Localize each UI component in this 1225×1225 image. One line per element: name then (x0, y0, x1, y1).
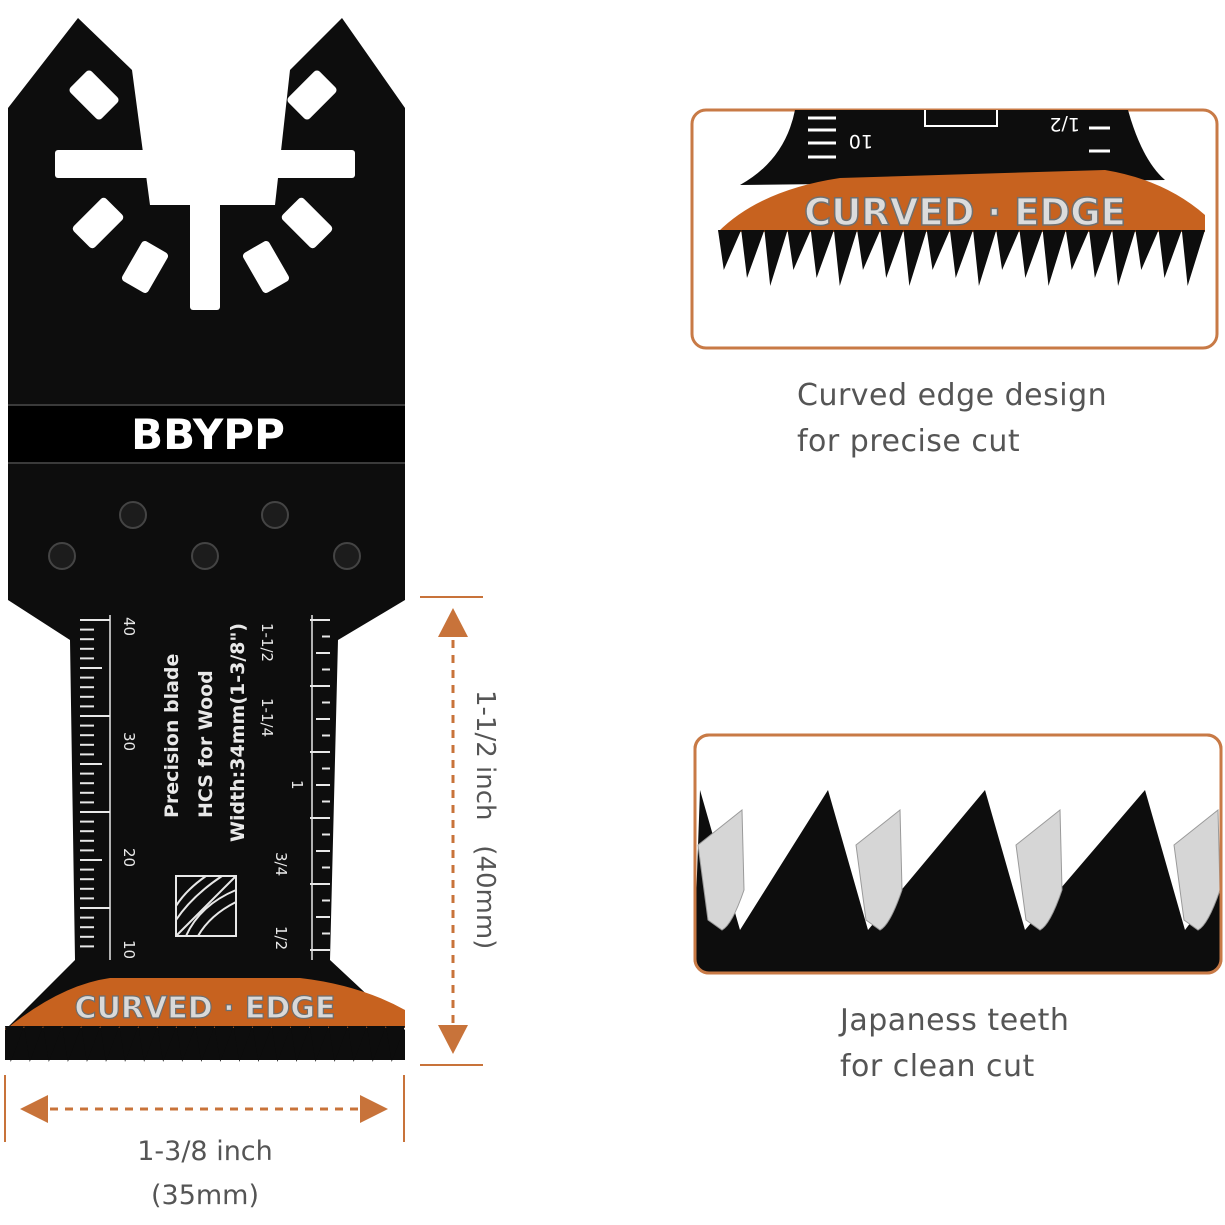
svg-text:Width:34mm(1-3/8"): Width:34mm(1-3/8") (227, 623, 249, 842)
inch-scale-label-1: 1 (288, 780, 306, 790)
length-dimension (420, 596, 483, 1066)
width-dimension-label-line1: 1-3/8 inch (137, 1136, 273, 1167)
mount-pattern (55, 70, 355, 310)
svg-text:1/2: 1/2 (1049, 113, 1080, 135)
mm-scale-label-30: 30 (120, 732, 138, 751)
inch-scale-label-1-1-2: 1-1/2 (258, 623, 276, 662)
svg-text:40: 40 (120, 617, 138, 636)
svg-text:1: 1 (288, 780, 306, 790)
svg-text:10: 10 (120, 940, 138, 959)
mm-scale-label-40: 40 (120, 617, 138, 636)
curved-edge-caption: Curved edge design for precise cut (797, 373, 1107, 465)
teeth-caption-line2: for clean cut (840, 1049, 1035, 1084)
zoom-mm-label: 10 (849, 130, 873, 152)
blade-body (5, 18, 405, 1060)
curved-edge-zoom-panel: 10 1/2 CURVED · EDGE (690, 108, 1219, 350)
spec-line-3: Width:34mm(1-3/8") (227, 623, 249, 842)
teeth-caption-line1: Japaness teeth (840, 1003, 1070, 1038)
brand-logo: BBYPP (131, 410, 285, 459)
width-dimension-label: 1-3/8 inch (35mm) (105, 1130, 305, 1218)
inch-scale-ticks (310, 615, 330, 960)
japanese-teeth-zoom-panel (693, 733, 1223, 975)
curved-edge-caption-line1: Curved edge design (797, 378, 1108, 413)
curved-edge-caption-line2: for precise cut (797, 424, 1021, 459)
zoom-inch-label: 1/2 (1049, 113, 1080, 135)
mm-scale-label-10: 10 (120, 940, 138, 959)
svg-text:Precision blade: Precision blade (161, 654, 183, 818)
curved-edge-label: CURVED · EDGE (75, 991, 336, 1026)
inch-scale-label-3-4: 3/4 (272, 852, 290, 876)
width-dimension (4, 1075, 405, 1142)
oscillating-blade: BBYPP 40 30 20 10 1-1/2 1-1/4 (5, 18, 405, 1062)
teeth-caption: Japaness teeth for clean cut (840, 998, 1069, 1090)
zoom-blade-teeth (718, 230, 1205, 286)
svg-text:3/4: 3/4 (272, 852, 290, 876)
svg-text:1/2: 1/2 (272, 926, 290, 950)
svg-text:HCS for Wood: HCS for Wood (195, 670, 217, 818)
width-dimension-label-line2: (35mm) (150, 1180, 260, 1211)
svg-text:1-1/4: 1-1/4 (258, 698, 276, 737)
inch-scale-label-1-1-4: 1-1/4 (258, 698, 276, 737)
rivet-holes (48, 501, 361, 570)
mm-scale-label-20: 20 (120, 848, 138, 867)
zoom-curved-edge-label: CURVED · EDGE (804, 191, 1126, 234)
wood-material-icon (175, 875, 237, 937)
svg-text:1-1/2 inch (40mm): 1-1/2 inch (40mm) (470, 690, 500, 949)
svg-text:20: 20 (120, 848, 138, 867)
spec-line-2: HCS for Wood (195, 670, 217, 818)
blade-teeth (5, 1026, 405, 1062)
svg-text:1-1/2: 1-1/2 (258, 623, 276, 662)
curved-edge-band (5, 978, 405, 1030)
brand-band (8, 405, 405, 463)
length-dimension-label: 1-1/2 inch (40mm) (470, 690, 500, 949)
svg-text:30: 30 (120, 732, 138, 751)
mm-scale-ticks (80, 615, 111, 960)
spec-line-1: Precision blade (161, 654, 183, 818)
inch-scale-label-1-2: 1/2 (272, 926, 290, 950)
svg-text:10: 10 (849, 130, 873, 152)
